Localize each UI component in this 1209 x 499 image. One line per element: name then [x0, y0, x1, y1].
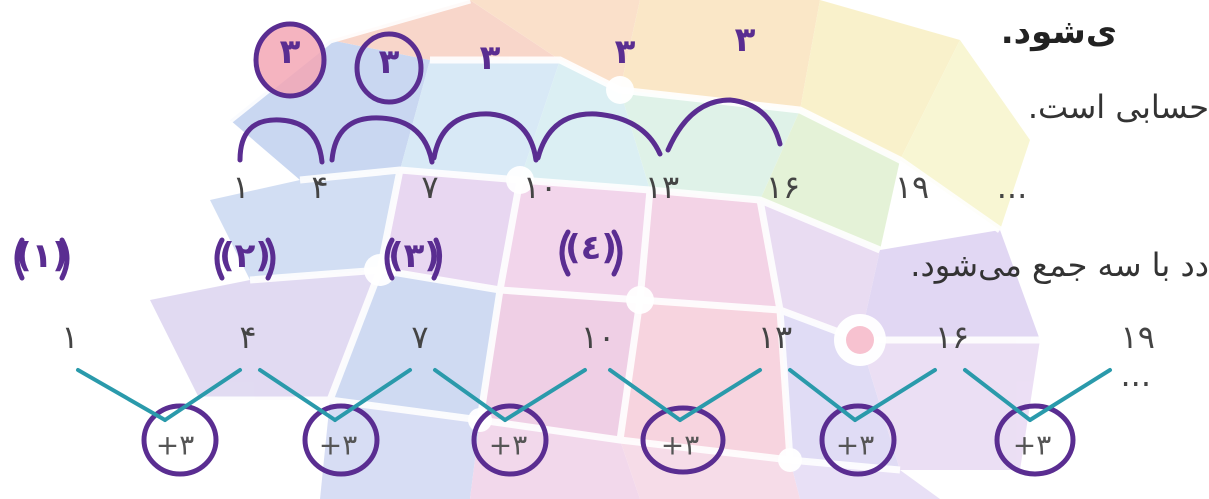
top-difference-1: ۳ [279, 32, 301, 72]
text-line-2: حسابی است. [1027, 88, 1209, 126]
top-term-ellipsis: ... [996, 168, 1028, 206]
top-difference-2: ۳ [378, 42, 400, 82]
bottom-term-7: ۱۹ ... [1120, 318, 1155, 394]
term-index-3: (۳) [388, 236, 440, 276]
top-term-3: ۷ [421, 168, 439, 206]
bottom-term-4: ۱۰ [580, 318, 616, 356]
top-term-7: ۱۹ [894, 168, 930, 206]
top-term-5: ۱۳ [644, 168, 680, 206]
top-difference-4: ۳ [614, 32, 636, 72]
term-index-1: (۱) [16, 236, 68, 276]
bottom-term-2: ۴ [239, 318, 257, 356]
term-index-4: (٤) [565, 228, 617, 268]
top-term-4: ۱۰ [522, 168, 558, 206]
plus-three-2: +۳ [318, 428, 358, 462]
text-line-1: ی‌شود. [1000, 12, 1117, 52]
bottom-term-6: ۱۶ [934, 318, 970, 356]
bottom-term-1: ۱ [61, 318, 79, 356]
plus-three-5: +۳ [835, 428, 875, 462]
plus-three-3: +۳ [488, 428, 528, 462]
plus-three-4: +۳ [660, 428, 700, 462]
bottom-term-3: ۷ [411, 318, 429, 356]
text-line-3: دد با سه جمع می‌شود. [910, 246, 1209, 284]
plus-three-1: +۳ [155, 428, 195, 462]
top-term-6: ۱۶ [765, 168, 801, 206]
top-difference-5: ۳ [734, 20, 756, 60]
top-difference-3: ۳ [479, 38, 501, 78]
bottom-term-5: ۱۳ [757, 318, 793, 356]
top-term-2: ۴ [311, 168, 329, 206]
top-term-1: ۱ [232, 168, 250, 206]
term-index-2: (۲) [219, 236, 271, 276]
plus-three-6: +۳ [1012, 428, 1052, 462]
